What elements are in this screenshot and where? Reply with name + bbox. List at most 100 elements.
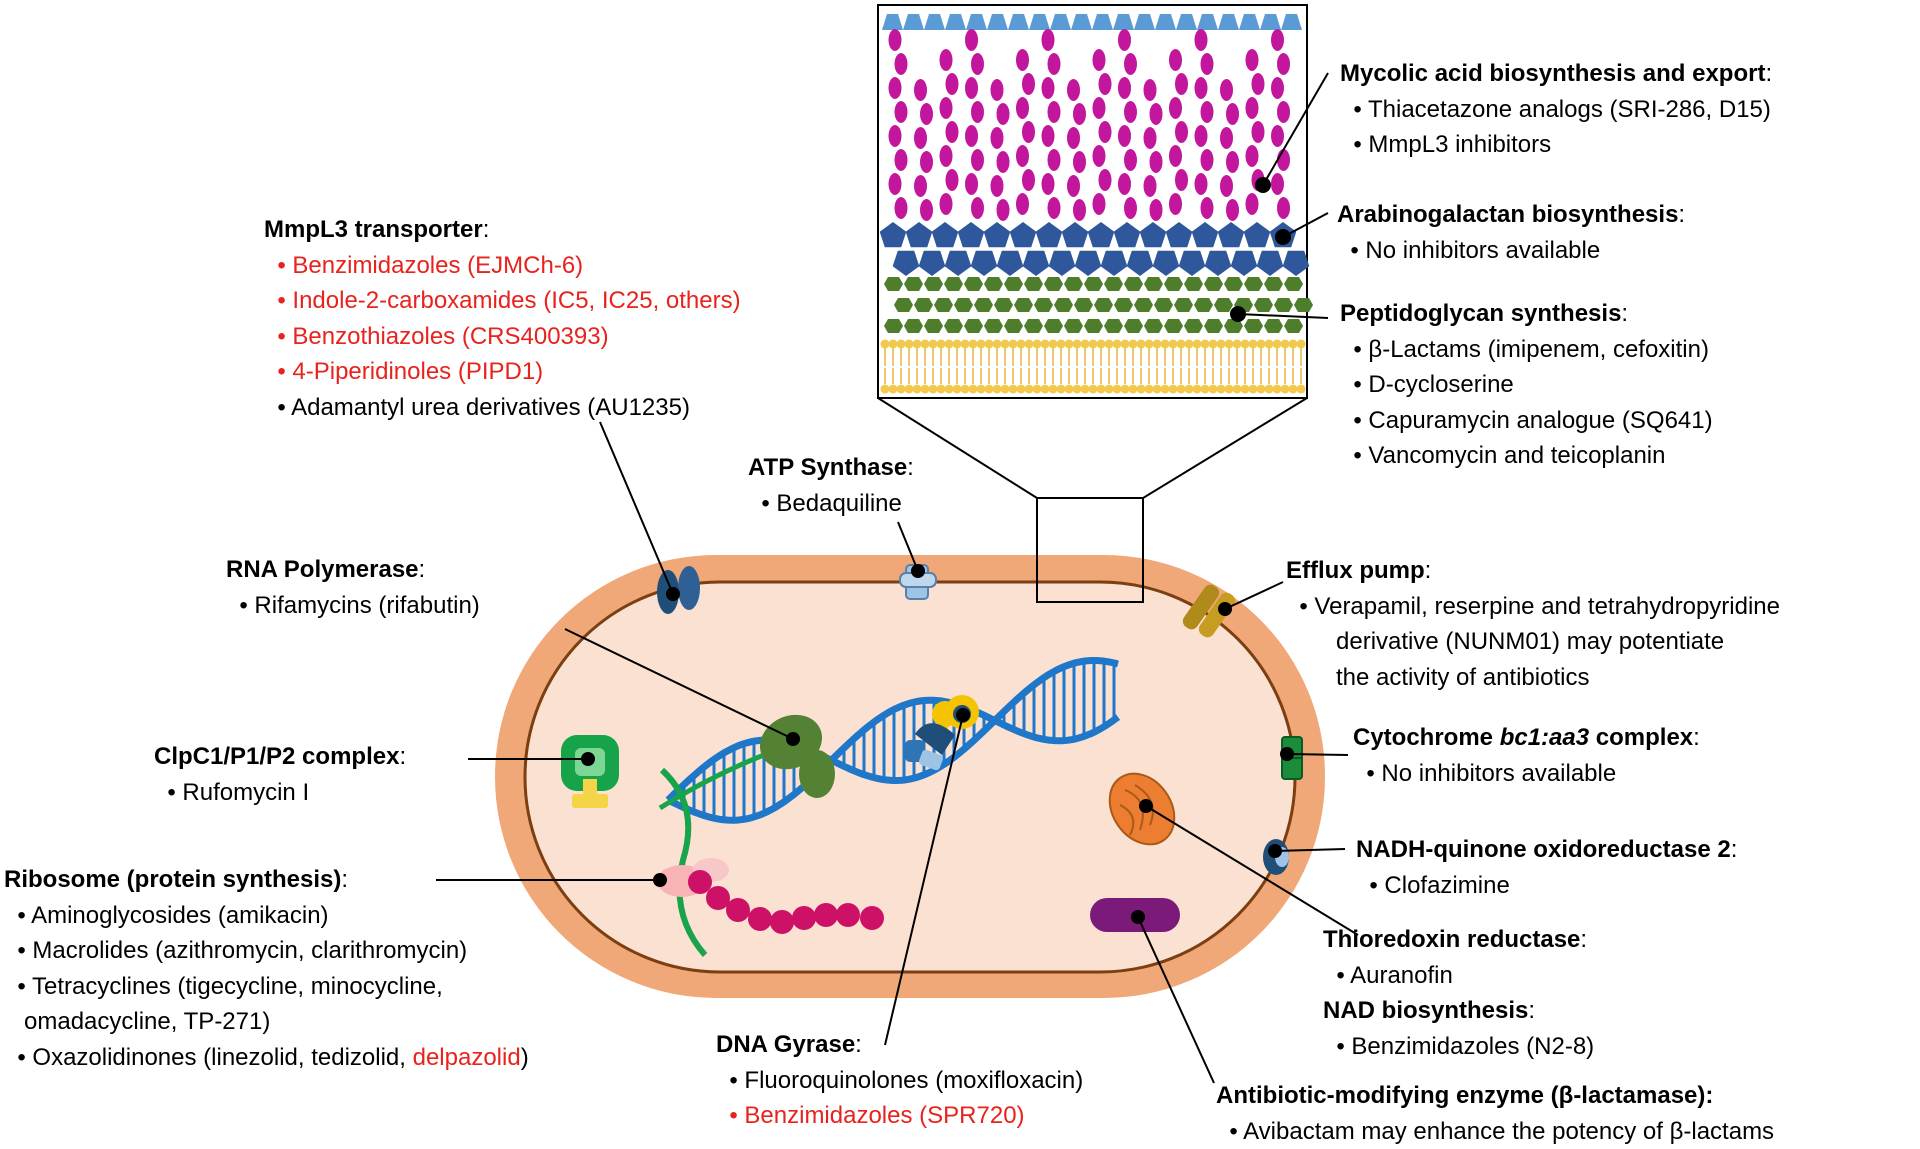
list-item: • Benzimidazoles (SPR720) bbox=[716, 1098, 1083, 1134]
mycolic-acid-segment bbox=[1150, 199, 1163, 221]
amino-acid-bead bbox=[770, 910, 794, 934]
peptidoglycan-unit bbox=[1004, 319, 1023, 333]
lipid-head bbox=[1025, 340, 1034, 349]
mycolic-acid-segment bbox=[1093, 49, 1106, 71]
peptidoglycan-unit bbox=[1204, 319, 1223, 333]
mycolic-acid-segment bbox=[1048, 101, 1061, 123]
peptidoglycan-unit bbox=[1104, 319, 1123, 333]
peptidoglycan-unit bbox=[1004, 277, 1023, 291]
lipid-head bbox=[1057, 340, 1066, 349]
mycolic-acid-segment bbox=[971, 197, 984, 219]
mycolic-acid-segment bbox=[914, 175, 927, 197]
lipid-head bbox=[953, 340, 962, 349]
rna-polymerase-title: RNA Polymerase bbox=[226, 556, 419, 583]
lipid-head bbox=[1033, 385, 1042, 394]
mycolic-acid-segment bbox=[1118, 29, 1131, 51]
mycolic-acid-segment bbox=[1067, 175, 1080, 197]
lipid-head bbox=[1081, 340, 1090, 349]
efflux-pump-title: Efflux pump bbox=[1286, 557, 1425, 584]
lipid-head bbox=[1193, 340, 1202, 349]
mycolic-acid-segment bbox=[940, 193, 953, 215]
list-item: • Fluoroquinolones (moxifloxacin) bbox=[716, 1063, 1083, 1099]
list-item: • Rifamycins (rifabutin) bbox=[226, 588, 480, 624]
lipid-head bbox=[1097, 385, 1106, 394]
lipid-head bbox=[969, 385, 978, 394]
mycolic-acid-segment bbox=[1220, 175, 1233, 197]
peptidoglycan-unit bbox=[1084, 277, 1103, 291]
mycolic-acid-segment bbox=[1226, 103, 1239, 125]
mycolic-acid-segment bbox=[991, 79, 1004, 101]
peptidoglycan-unit bbox=[954, 298, 973, 312]
peptidoglycan-unit bbox=[1264, 277, 1283, 291]
lipid-head bbox=[1057, 385, 1066, 394]
peptidoglycan-unit bbox=[1104, 277, 1123, 291]
mycolic-acid-segment bbox=[1271, 29, 1284, 51]
list-item-continuation: derivative (NUNM01) may potentiate bbox=[1286, 624, 1780, 660]
lipid-head bbox=[1289, 385, 1298, 394]
mycolic-acid-segment bbox=[1252, 121, 1265, 143]
lipid-head bbox=[905, 385, 914, 394]
list-item: • D-cycloserine bbox=[1340, 367, 1713, 403]
lipid-head bbox=[1241, 340, 1250, 349]
lipid-head bbox=[1025, 385, 1034, 394]
lipid-head bbox=[1265, 340, 1274, 349]
mycolic-acid-segment bbox=[889, 29, 902, 51]
lipid-head bbox=[977, 385, 986, 394]
peptidoglycan-unit bbox=[1044, 277, 1063, 291]
lipid-head bbox=[1073, 385, 1082, 394]
peptidoglycan-unit bbox=[1024, 277, 1043, 291]
lipid-head bbox=[1097, 340, 1106, 349]
mycolic-acid-segment bbox=[946, 121, 959, 143]
lipid-head bbox=[1185, 340, 1194, 349]
mycolic-acid-segment bbox=[940, 97, 953, 119]
list-item: • β-Lactams (imipenem, cefoxitin) bbox=[1340, 332, 1713, 368]
zoom-line-right bbox=[1143, 398, 1307, 498]
peptidoglycan-unit bbox=[1144, 319, 1163, 333]
lipid-head bbox=[1217, 385, 1226, 394]
mmpl3-block: MmpL3 transporter: • Benzimidazoles (EJM… bbox=[264, 212, 741, 425]
peptidoglycan-unit bbox=[884, 277, 903, 291]
peptidoglycan-unit bbox=[1284, 277, 1303, 291]
lipid-head bbox=[1217, 340, 1226, 349]
amino-acid-bead bbox=[706, 886, 730, 910]
lipid-head bbox=[1113, 340, 1122, 349]
lipid-head bbox=[889, 340, 898, 349]
lipid-head bbox=[889, 385, 898, 394]
lipid-head bbox=[1257, 385, 1266, 394]
peptidoglycan-unit bbox=[1124, 319, 1143, 333]
list-item: • No inhibitors available bbox=[1353, 756, 1700, 792]
lipid-head bbox=[921, 385, 930, 394]
lipid-head bbox=[1265, 385, 1274, 394]
peptidoglycan-unit bbox=[914, 298, 933, 312]
peptidoglycan-unit bbox=[1064, 319, 1083, 333]
mycolic-acid-segment bbox=[920, 199, 933, 221]
mycolic-acid-segment bbox=[1195, 125, 1208, 147]
mycolic-acid-segment bbox=[1073, 103, 1086, 125]
lipid-head bbox=[897, 340, 906, 349]
lipid-head bbox=[929, 385, 938, 394]
list-item: • No inhibitors available bbox=[1337, 233, 1685, 269]
lipid-head bbox=[1161, 340, 1170, 349]
peptidoglycan-unit bbox=[1254, 298, 1273, 312]
mycolic-acid-segment bbox=[1073, 151, 1086, 173]
lipid-head bbox=[881, 340, 890, 349]
lipid-head bbox=[1153, 385, 1162, 394]
lipid-head bbox=[905, 340, 914, 349]
lipid-head bbox=[1225, 340, 1234, 349]
clpc-complex-title: ClpC1/P1/P2 complex bbox=[154, 743, 399, 770]
lipid-head bbox=[1225, 385, 1234, 394]
peptidoglycan-unit bbox=[1014, 298, 1033, 312]
peptidoglycan-unit bbox=[1094, 298, 1113, 312]
peptidoglycan-unit bbox=[1114, 298, 1133, 312]
amino-acid-bead bbox=[860, 906, 884, 930]
mycolic-acid-segment bbox=[946, 169, 959, 191]
list-item: • Adamantyl urea derivatives (AU1235) bbox=[264, 390, 741, 426]
lipid-head bbox=[1009, 385, 1018, 394]
mycolic-acid-segment bbox=[1277, 197, 1290, 219]
mycolic-acid-segment bbox=[1022, 73, 1035, 95]
mycolic-acid-segment bbox=[1252, 73, 1265, 95]
mycolic-acid-segment bbox=[1246, 49, 1259, 71]
lipid-head bbox=[1193, 385, 1202, 394]
mycolic-acid-segment bbox=[889, 77, 902, 99]
mycolic-acid-segment bbox=[1099, 121, 1112, 143]
